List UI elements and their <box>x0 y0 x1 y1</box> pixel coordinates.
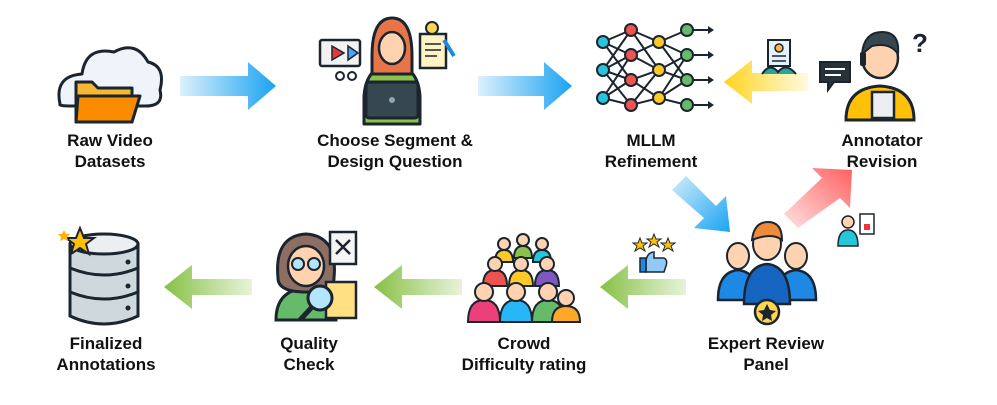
node-crowd-label-line1: Crowd <box>497 334 551 353</box>
node-annotator-label-line2: Revision <box>846 152 918 171</box>
node-quality-label-line1: Quality <box>280 334 338 353</box>
node-expert-label-line2: Panel <box>743 355 789 374</box>
node-annotator-revision: Annotator Revision <box>841 130 922 172</box>
quality-inspector-icon <box>274 230 358 322</box>
node-mllm-label-line2: Refinement <box>604 152 698 171</box>
node-quality-check: Quality Check <box>280 333 338 375</box>
arrow-expert-to-crowd <box>600 265 686 309</box>
reviewer-clipboard-icon <box>837 213 875 247</box>
node-choose-segment-label-line1: Choose Segment & <box>317 131 473 150</box>
document-review-icon <box>761 39 797 75</box>
database-star-icon <box>58 225 140 326</box>
node-choose-segment: Choose Segment & Design Question <box>317 130 473 172</box>
node-raw-video-label-line1: Raw Video <box>67 131 153 150</box>
neural-network-icon <box>596 23 714 112</box>
node-choose-segment-label-line2: Design Question <box>327 152 463 171</box>
node-annotator-label-line1: Annotator <box>841 131 923 150</box>
arrow-expert-to-annotator <box>784 168 852 228</box>
node-finalized-label-line2: Annotations <box>56 355 156 374</box>
node-raw-video-label-line2: Datasets <box>74 152 146 171</box>
expert-panel-icon <box>716 220 818 326</box>
node-raw-video-datasets: Raw Video Datasets <box>67 130 153 172</box>
thumbs-up-stars-icon <box>631 232 677 273</box>
node-mllm-refinement: MLLM Refinement <box>605 130 698 172</box>
node-finalized-annotations: Finalized Annotations <box>56 333 155 375</box>
arrow-raw-to-choose <box>180 62 276 110</box>
svg-text:?: ? <box>912 28 928 58</box>
arrow-crowd-to-quality <box>374 265 462 309</box>
node-crowd-label-line2: Difficulty rating <box>461 355 587 374</box>
arrow-quality-to-finalized <box>164 265 252 309</box>
node-quality-label-line2: Check <box>283 355 335 374</box>
node-finalized-label-line1: Finalized <box>69 334 143 353</box>
node-mllm-label-line1: MLLM <box>626 131 676 150</box>
node-expert-review-panel: Expert Review Panel <box>708 333 824 375</box>
arrow-annotator-to-mllm <box>724 60 808 104</box>
designer-with-laptop-icon <box>318 16 456 126</box>
node-crowd-difficulty-rating: Crowd Difficulty rating <box>462 333 587 375</box>
node-expert-label-line1: Expert Review <box>707 334 825 353</box>
arrow-choose-to-mllm <box>478 62 572 110</box>
arrow-mllm-to-expert <box>672 176 730 232</box>
crowd-icon <box>466 233 582 323</box>
annotator-thinking-icon: ? <box>819 28 928 122</box>
cloud-folder-icon <box>57 46 163 124</box>
